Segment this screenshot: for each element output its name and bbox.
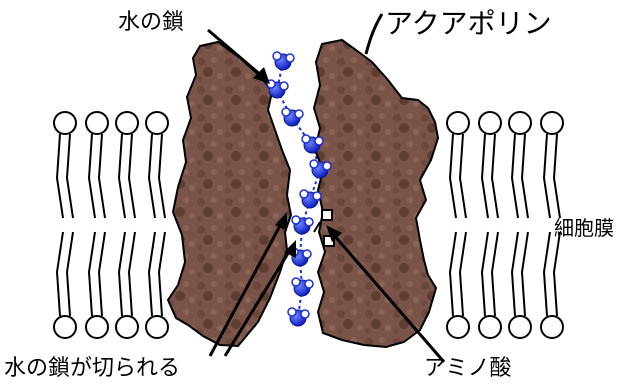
lipid-molecule (447, 232, 469, 338)
water-molecule (282, 108, 303, 126)
water-molecule (288, 308, 309, 326)
amino-acid-label: アミノ酸 (424, 358, 512, 380)
lipid-molecule (54, 232, 76, 338)
lipid-molecule (447, 112, 469, 218)
aquaporin-label: アクアポリン (385, 10, 552, 38)
cell-membrane-label: 細胞膜 (554, 218, 614, 238)
lipid-molecule (54, 112, 76, 218)
lipid-molecule (541, 232, 563, 338)
water-molecule (292, 216, 313, 234)
water-molecule (273, 52, 294, 70)
lipid-molecule (86, 232, 108, 338)
lipid-molecule (541, 112, 563, 218)
lipid-molecule (86, 112, 108, 218)
lipid-molecule (479, 112, 501, 218)
water-molecule (300, 190, 321, 208)
aquaporin-right-half (314, 40, 438, 347)
lipid-molecule (509, 112, 531, 218)
lipid-molecule (116, 232, 138, 338)
lipid-molecule (116, 112, 138, 218)
lipid-molecule (479, 232, 501, 338)
chain-cut-label: 水の鎖が切られる (4, 358, 180, 380)
lipid-molecule (146, 232, 168, 338)
lipid-molecule (146, 112, 168, 218)
aquaporin-arrow (366, 14, 382, 54)
water-molecule (292, 278, 313, 296)
water-chain-label: 水の鎖 (118, 12, 184, 34)
lipid-molecule (509, 232, 531, 338)
